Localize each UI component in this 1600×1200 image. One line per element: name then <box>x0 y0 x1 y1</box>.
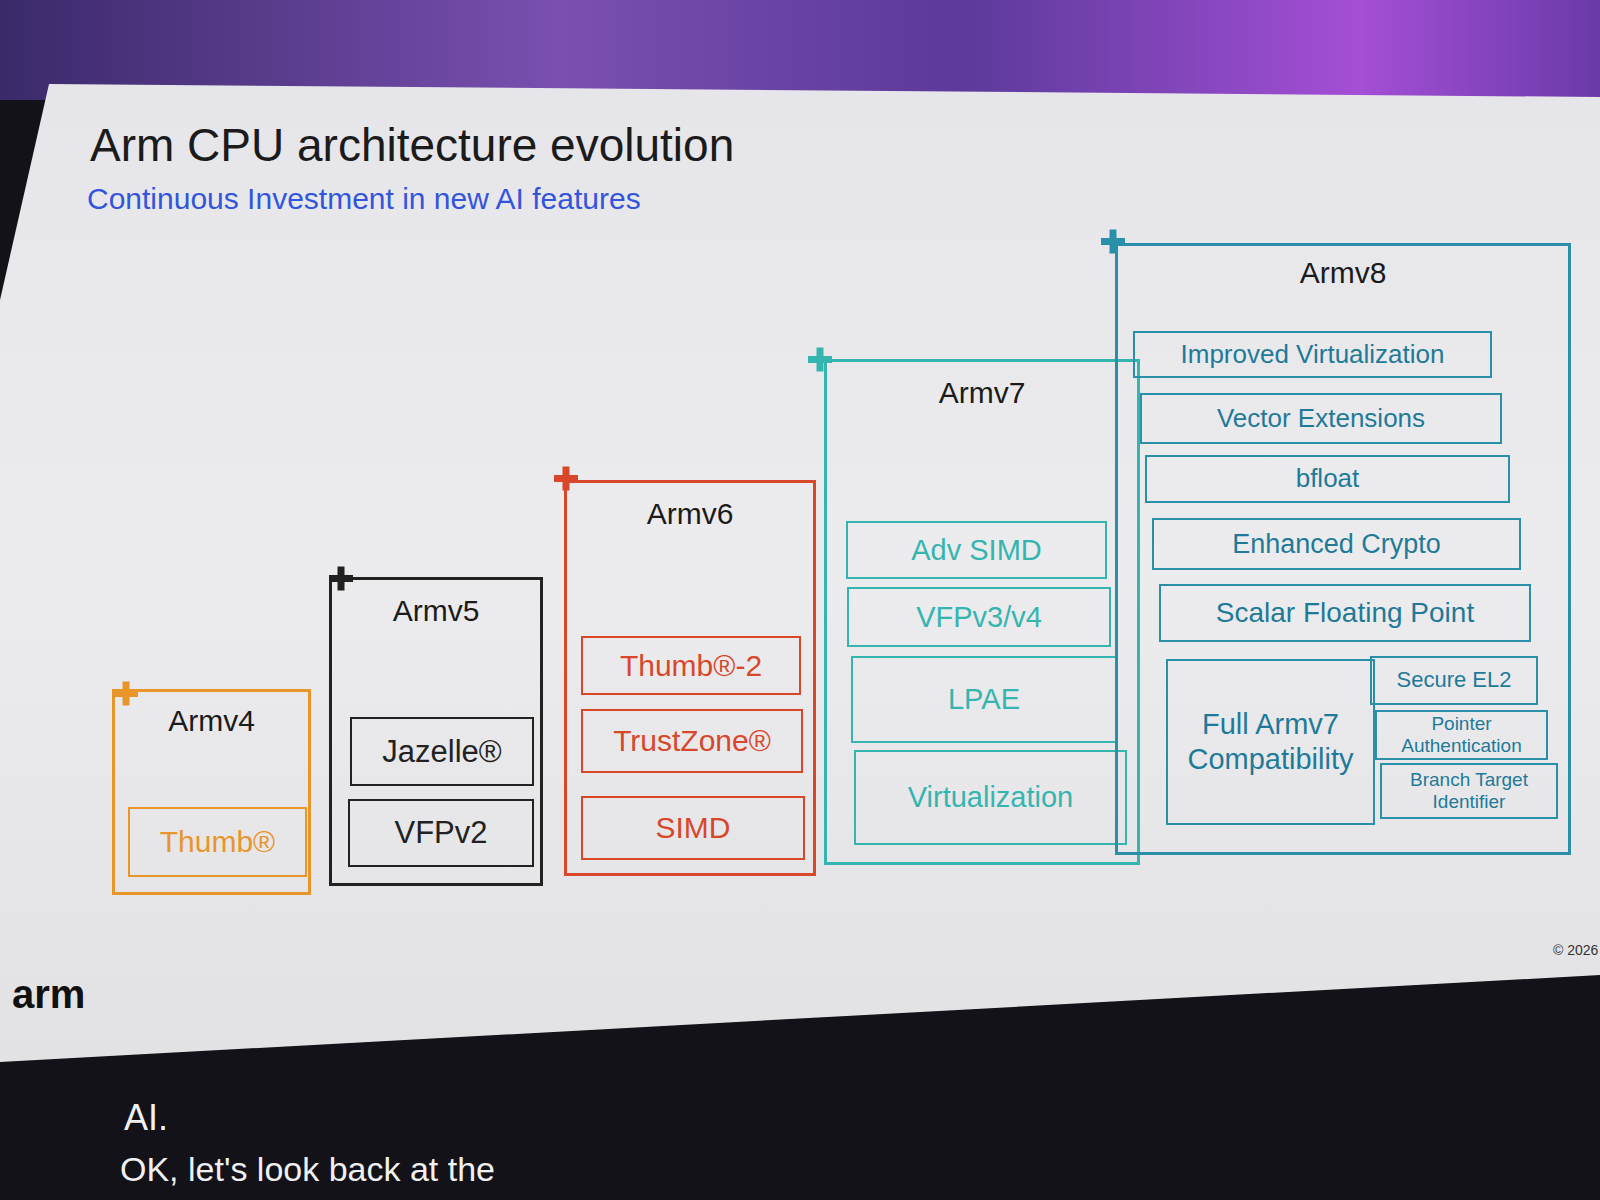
live-caption: AI. <box>124 1097 168 1139</box>
feature-label: LPAE <box>948 682 1020 717</box>
architecture-name: Armv4 <box>115 704 308 738</box>
architecture-name: Armv8 <box>1118 256 1568 290</box>
architecture-name: Armv6 <box>567 497 813 531</box>
feature-box: SIMD <box>581 796 805 860</box>
feature-label: Pointer Authentication <box>1383 713 1540 757</box>
feature-box: VFPv2 <box>348 799 534 867</box>
feature-label: TrustZone® <box>613 723 771 759</box>
feature-label: Thumb®-2 <box>620 648 762 684</box>
feature-label: VFPv3/v4 <box>916 600 1042 635</box>
feature-box: Enhanced Crypto <box>1152 518 1521 570</box>
feature-label: SIMD <box>656 810 731 846</box>
feature-box: Jazelle® <box>350 717 534 786</box>
architecture-box: Armv7Adv SIMD VFPv3/v4LPAE Virtualization <box>824 359 1140 865</box>
feature-label: Adv SIMD <box>911 533 1042 568</box>
feature-label: Scalar Floating Point <box>1216 596 1474 630</box>
ceiling <box>0 0 1600 100</box>
copyright-note: © 2026 <box>1553 942 1598 958</box>
corner-marker <box>1101 230 1125 254</box>
feature-label: Improved Virtualization <box>1181 339 1445 370</box>
feature-box: Improved Virtualization <box>1133 331 1492 378</box>
architecture-name: Armv7 <box>827 376 1137 410</box>
feature-label: Virtualization <box>908 780 1074 815</box>
architecture-box: Armv6Thumb®-2TrustZone® SIMD <box>564 480 816 876</box>
feature-box: Vector Extensions <box>1140 393 1502 444</box>
feature-box: Branch Target Identifier <box>1380 763 1558 819</box>
feature-box: LPAE <box>851 656 1117 743</box>
brand-logo: arm <box>12 972 85 1017</box>
feature-box: Secure EL2 <box>1370 656 1538 705</box>
corner-marker <box>114 682 138 706</box>
screen <box>0 84 1600 1062</box>
feature-box: VFPv3/v4 <box>847 587 1111 647</box>
feature-box: TrustZone® <box>581 709 803 773</box>
feature-box: Scalar Floating Point <box>1159 584 1531 642</box>
feature-box: Thumb® <box>128 807 307 877</box>
feature-label: Enhanced Crypto <box>1232 528 1441 560</box>
feature-box: Adv SIMD <box>846 521 1107 579</box>
feature-box: Virtualization <box>854 750 1127 845</box>
feature-label: bfloat <box>1296 463 1360 494</box>
feature-label: Vector Extensions <box>1217 403 1425 434</box>
slide-title: Arm CPU architecture evolution <box>90 118 734 172</box>
feature-label: Branch Target Identifier <box>1388 769 1550 813</box>
feature-label: Thumb® <box>160 824 275 860</box>
architecture-box: Armv8Improved VirtualizationVector Exten… <box>1115 243 1571 855</box>
corner-markers <box>114 230 1125 706</box>
subtitle: Continuous Investment in new AI features <box>87 182 641 216</box>
architecture-name: Armv5 <box>332 594 540 628</box>
feature-label: Full Armv7 Compatibility <box>1186 707 1355 777</box>
feature-box: Pointer Authentication <box>1375 710 1548 760</box>
feature-box: Thumb®-2 <box>581 636 801 695</box>
live-caption: OK, let's look back at the <box>120 1150 495 1189</box>
feature-label: Secure EL2 <box>1397 667 1512 693</box>
architecture-box: Armv5Jazelle® VFPv2 <box>329 577 543 886</box>
architecture-box: Armv4Thumb® <box>112 689 311 895</box>
feature-label: VFPv2 <box>394 814 487 851</box>
feature-box: Full Armv7 Compatibility <box>1166 659 1375 825</box>
feature-label: Jazelle® <box>382 733 501 770</box>
feature-box: bfloat <box>1145 455 1510 503</box>
